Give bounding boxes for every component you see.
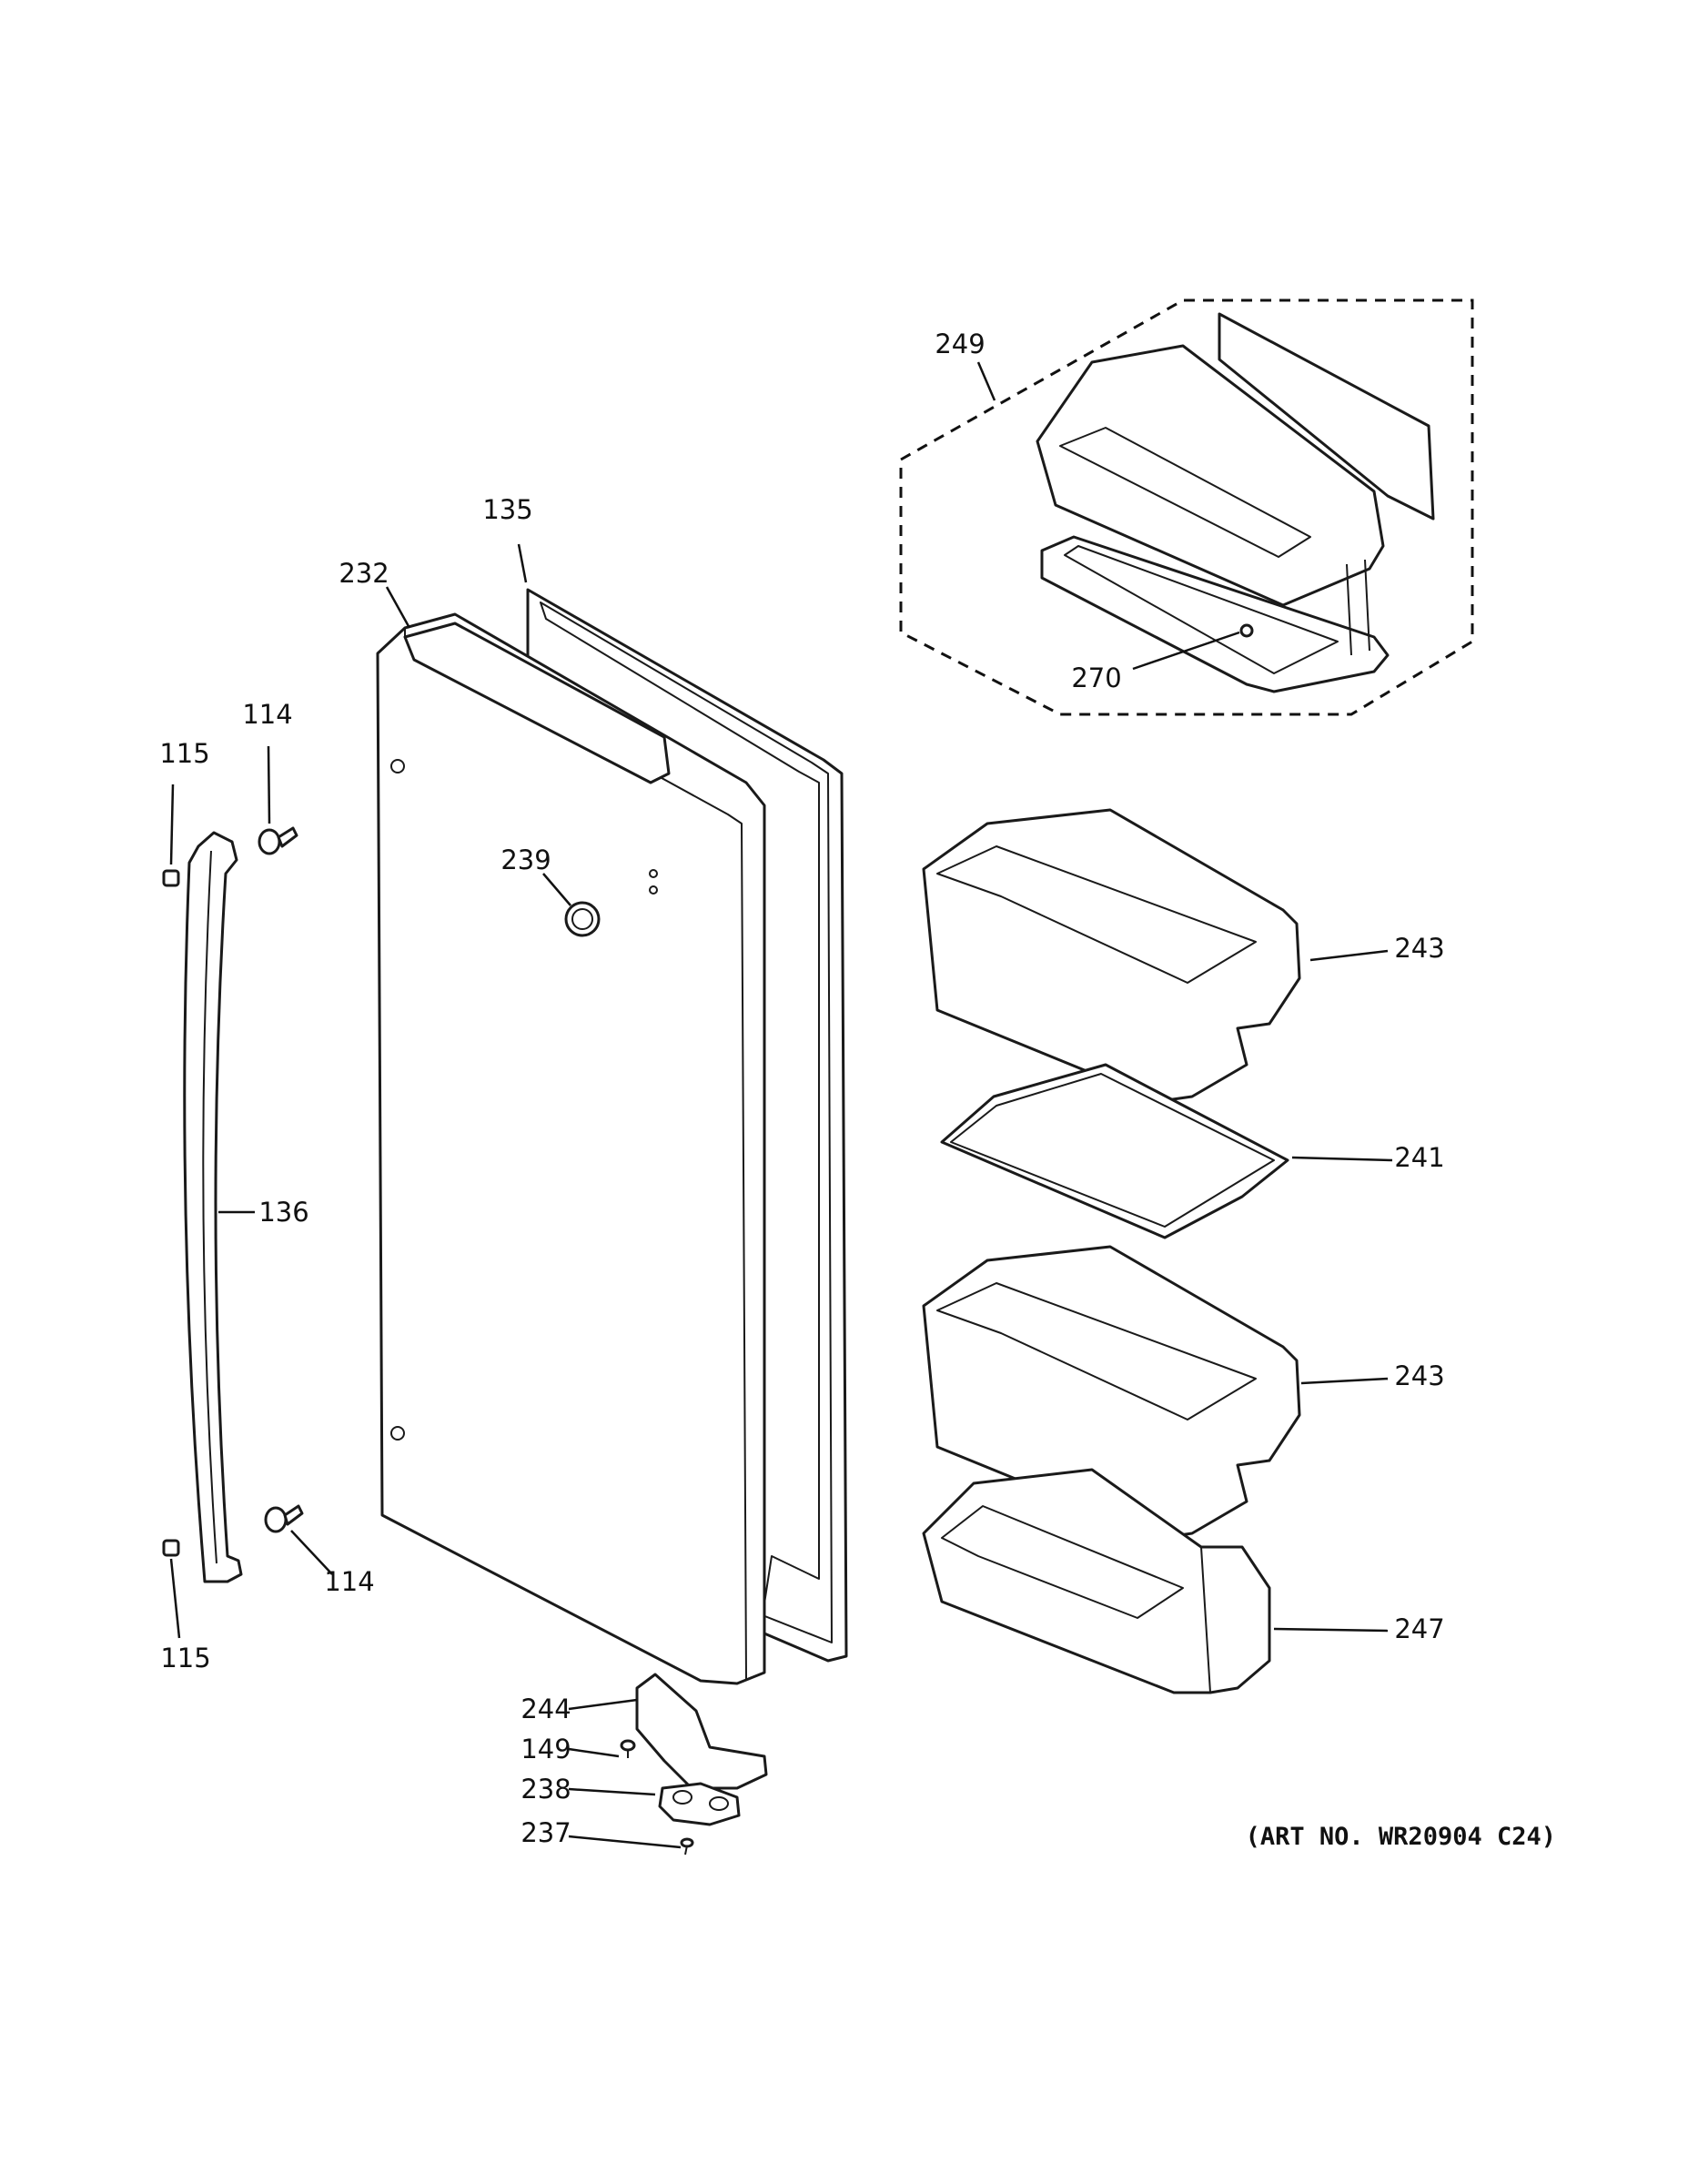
callout-237: 237: [521, 1817, 571, 1848]
screw-237: [680, 1837, 694, 1855]
callout-249: 249: [935, 329, 985, 359]
callout-136: 136: [258, 1197, 308, 1228]
hinge-244: [635, 1673, 768, 1790]
hinge-bushing-238: [658, 1782, 741, 1826]
setscrew-115-bottom: [162, 1539, 180, 1557]
logo-badge-239: [564, 901, 601, 937]
door-top-rail: [403, 622, 671, 784]
screw-114-top: [258, 826, 298, 855]
callout-114-top: 114: [242, 699, 292, 730]
bin-assembly-249: [899, 298, 1474, 716]
door-bin-243-upper: [922, 808, 1301, 1103]
callout-247: 247: [1394, 1613, 1444, 1644]
support-rod: [1346, 563, 1352, 656]
support-rod: [1364, 559, 1370, 652]
door-hole: [390, 1426, 405, 1441]
door-shelf-241: [940, 1063, 1289, 1239]
door-232: [376, 612, 766, 1685]
door-bin-247: [922, 1468, 1271, 1694]
door-hole: [649, 885, 658, 895]
lower-tray: [1040, 535, 1390, 693]
screw-114-bottom: [264, 1504, 304, 1533]
art-number: (ART NO. WR20904 C24): [1246, 1823, 1556, 1851]
door-outer-panel: [376, 612, 766, 1685]
callouts: 249 135 232 270 114 115 239 243 241 136 …: [159, 329, 1444, 1848]
callout-232: 232: [339, 558, 389, 589]
callout-270: 270: [1071, 662, 1121, 693]
upper-bin-inner: [1059, 427, 1311, 558]
callout-243-upper: 243: [1394, 933, 1444, 964]
callout-135: 135: [482, 494, 532, 525]
door-hole: [649, 869, 658, 878]
callout-149: 149: [521, 1734, 571, 1764]
door-edge: [404, 628, 747, 1680]
door-hole: [390, 759, 405, 774]
lower-tray-inner: [1064, 545, 1339, 674]
callout-244: 244: [521, 1694, 571, 1724]
peg-270: [1239, 623, 1254, 638]
callout-238: 238: [521, 1774, 571, 1805]
callout-114-bottom: 114: [324, 1566, 374, 1597]
logo-badge-inner: [571, 908, 593, 930]
setscrew-115-top: [162, 869, 180, 887]
callout-243-lower: 243: [1394, 1360, 1444, 1391]
callout-241: 241: [1394, 1142, 1444, 1173]
bin-back-panel: [1218, 312, 1435, 521]
callout-239: 239: [500, 844, 551, 875]
callout-115-bottom: 115: [160, 1643, 210, 1673]
assembly-boundary: [899, 298, 1474, 716]
handle-136: [183, 831, 243, 1583]
leader-lines: [169, 361, 1393, 1849]
callout-115-top: 115: [159, 738, 209, 769]
upper-bin: [1036, 344, 1385, 607]
screw-149: [620, 1739, 636, 1758]
